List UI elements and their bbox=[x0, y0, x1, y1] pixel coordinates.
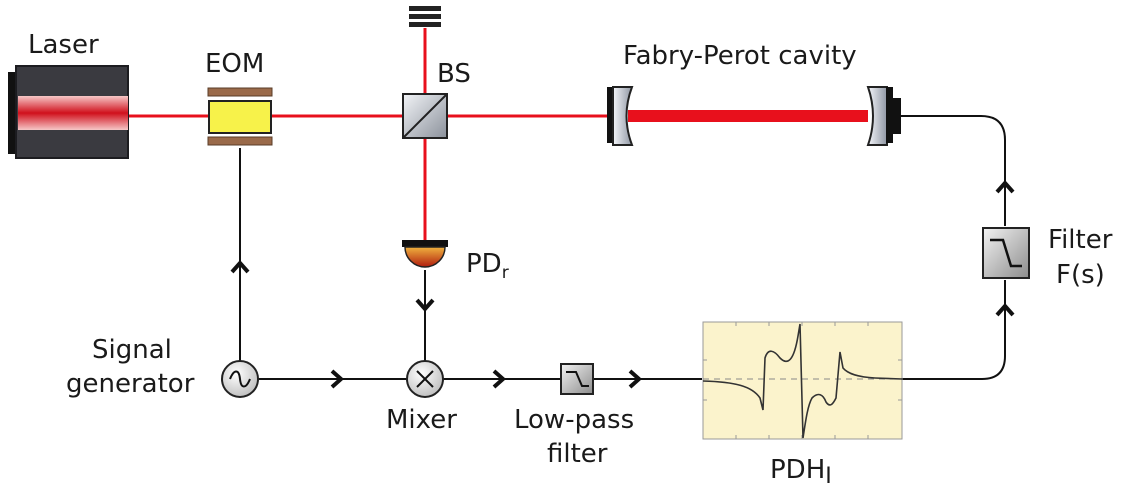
arrow-up-icon bbox=[995, 179, 1015, 194]
cavity-mirror-icon bbox=[866, 86, 901, 146]
arrow-down-icon bbox=[415, 298, 435, 313]
servo-filter-label-line2: F(s) bbox=[1056, 260, 1105, 290]
arrow-up-icon bbox=[995, 302, 1015, 317]
low-pass-label-line1: Low-pass bbox=[514, 405, 634, 435]
eom-icon bbox=[207, 87, 273, 146]
scope-ticks bbox=[703, 322, 902, 439]
beam-dump-icon bbox=[409, 6, 441, 27]
laser-label: Laser bbox=[28, 30, 99, 60]
filter-icon bbox=[560, 363, 594, 395]
signal-generator-label-line2: generator bbox=[66, 369, 195, 399]
laser-icon bbox=[8, 65, 129, 159]
low-pass-label-line2: filter bbox=[547, 439, 608, 469]
cavity-beam bbox=[628, 110, 868, 122]
pdh-error-trace bbox=[702, 323, 903, 439]
servo-filter-label-line1: Filter bbox=[1048, 225, 1113, 255]
filter-icon bbox=[982, 227, 1030, 279]
mixer-label: Mixer bbox=[386, 405, 457, 435]
cavity-label: Fabry-Perot cavity bbox=[623, 41, 857, 71]
pdh-label: PDHI bbox=[770, 455, 832, 488]
beam-splitter-icon bbox=[402, 93, 448, 139]
cavity-mirror-icon bbox=[607, 86, 634, 146]
electrical-wiring bbox=[239, 115, 1006, 380]
arrow-right-icon bbox=[628, 369, 643, 389]
eom-label: EOM bbox=[205, 49, 264, 79]
signal-flow-arrows bbox=[230, 179, 1015, 389]
arrow-up-icon bbox=[230, 259, 250, 274]
photodiode-icon bbox=[402, 240, 448, 268]
photodiode-label: PDr bbox=[466, 249, 509, 283]
mixer-icon bbox=[406, 360, 444, 398]
signal-generator-label-line1: Signal bbox=[92, 335, 172, 365]
arrow-right-icon bbox=[330, 369, 345, 389]
beam-splitter-label: BS bbox=[437, 59, 471, 89]
sine-source-icon bbox=[221, 360, 259, 398]
arrow-right-icon bbox=[492, 369, 507, 389]
error-signal-scope-icon bbox=[702, 321, 903, 440]
